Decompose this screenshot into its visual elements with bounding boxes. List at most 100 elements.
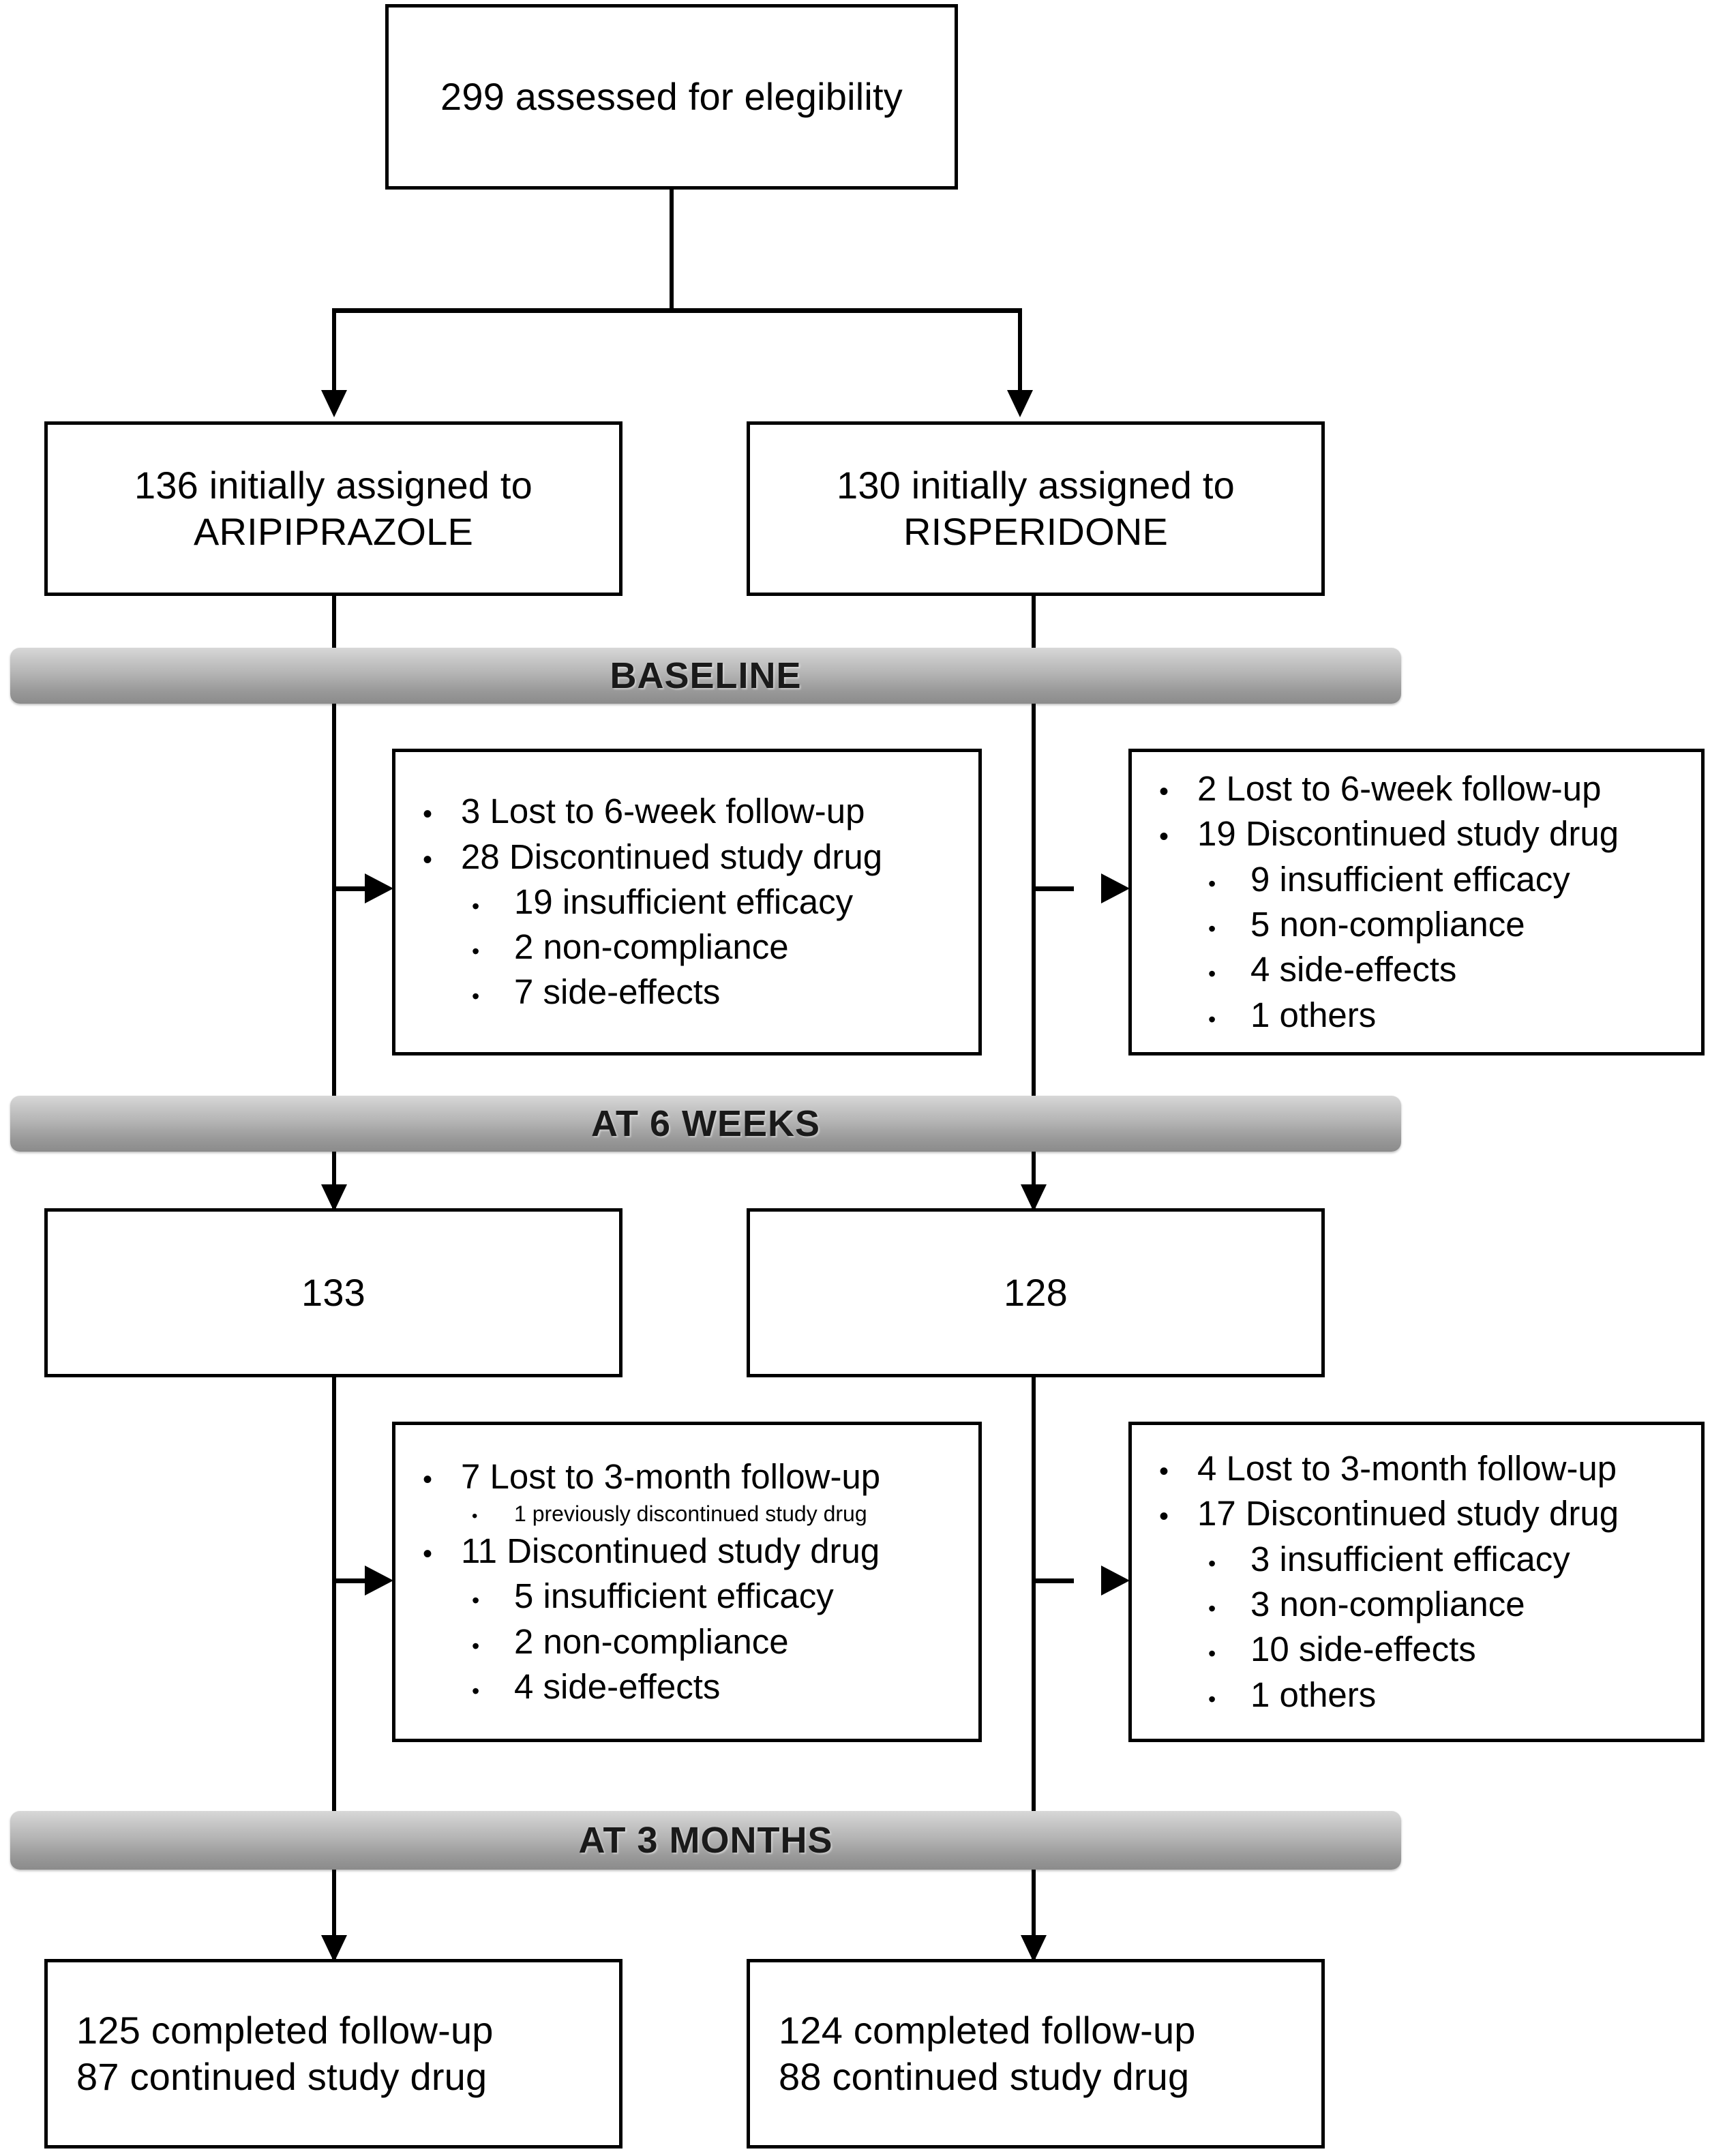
attrition-item: • 17 Discontinued study drug (1150, 1491, 1683, 1536)
attrition-item: • 19 insufficient efficacy (413, 880, 961, 925)
attrition-item-text: 2 non-compliance (514, 927, 789, 967)
bullet-icon: • (1159, 1501, 1169, 1532)
bullet-icon: • (472, 1633, 480, 1658)
attrition-item-text: 19 insufficient efficacy (514, 882, 854, 921)
bullet-icon: • (472, 1679, 480, 1704)
node-count-6week-aripiprazole: 133 (44, 1208, 622, 1377)
attrition-item-text: 3 non-compliance (1250, 1585, 1525, 1623)
node-final-aripiprazole: 125 completed follow-up 87 continued stu… (44, 1959, 622, 2148)
bullet-icon: • (472, 939, 480, 964)
attrition-item: • 1 others (1150, 993, 1683, 1038)
attrition-item-text: 5 non-compliance (1250, 905, 1525, 944)
attrition-item: • 3 Lost to 6-week follow-up (413, 789, 961, 834)
connector-split-left (332, 308, 336, 393)
arrow-3month-attrition-left (365, 1566, 393, 1596)
node-assessed-label: 299 assessed for elegibility (440, 74, 903, 118)
attrition-3month-aripiprazole: • 7 Lost to 3-month follow-up • 1 previo… (392, 1422, 982, 1742)
trunk-right-6w-to-3m (1032, 1377, 1036, 1960)
attrition-item-text: 9 insufficient efficacy (1250, 859, 1570, 899)
attrition-item: • 4 side-effects (1150, 947, 1683, 992)
connector-trunk-top (670, 190, 674, 312)
attrition-item-text: 1 others (1250, 995, 1377, 1034)
bullet-icon: • (472, 1588, 480, 1613)
node-count-6week-aripiprazole-label: 133 (301, 1270, 366, 1314)
arrow-to-final-left (321, 1935, 347, 1962)
attrition-item-text: 4 side-effects (514, 1667, 721, 1707)
attrition-item: • 7 side-effects (413, 970, 961, 1015)
bullet-icon: • (423, 1464, 433, 1495)
attrition-item-text: 2 non-compliance (514, 1621, 789, 1661)
attrition-item: • 3 non-compliance (1150, 1582, 1683, 1627)
attrition-item-text: 7 Lost to 3-month follow-up (461, 1456, 881, 1496)
bullet-icon: • (1208, 1686, 1216, 1711)
bullet-icon: • (1208, 961, 1216, 987)
arrow-to-final-right (1021, 1935, 1047, 1962)
branch-line-6week-right (1032, 886, 1074, 891)
attrition-item: • 2 Lost to 6-week follow-up (1150, 766, 1683, 811)
arrow-to-aripiprazole (321, 390, 347, 417)
attrition-item-text: 11 Discontinued study drug (461, 1531, 880, 1571)
node-final-aripiprazole-label: 125 completed follow-up 87 continued stu… (76, 2008, 494, 2098)
attrition-item: • 3 insufficient efficacy (1150, 1537, 1683, 1582)
arrow-6week-attrition-left (365, 873, 393, 903)
node-assigned-aripiprazole-label: 136 initially assigned to ARIPIPRAZOLE (134, 463, 533, 553)
attrition-item: • 7 Lost to 3-month follow-up (413, 1454, 961, 1499)
bullet-icon: • (1208, 1641, 1216, 1666)
attrition-item-text: 17 Discontinued study drug (1197, 1494, 1619, 1533)
connector-split-right (1018, 308, 1022, 393)
attrition-item: • 4 Lost to 3-month follow-up (1150, 1446, 1683, 1491)
attrition-3month-risperidone: • 4 Lost to 3-month follow-up • 17 Disco… (1128, 1422, 1705, 1742)
bullet-icon: • (472, 984, 480, 1009)
attrition-item: • 19 Discontinued study drug (1150, 811, 1683, 856)
attrition-item: • 11 Discontinued study drug (413, 1529, 961, 1574)
attrition-item-text: 4 Lost to 3-month follow-up (1197, 1449, 1617, 1488)
arrow-3month-attrition-right (1101, 1566, 1130, 1596)
bullet-icon: • (1208, 1551, 1216, 1576)
banner-at-6-weeks-label: AT 6 WEEKS (590, 1103, 821, 1144)
bullet-icon: • (423, 799, 433, 830)
attrition-item: • 28 Discontinued study drug (413, 835, 961, 880)
banner-at-6-weeks: AT 6 WEEKS (10, 1096, 1401, 1152)
attrition-item: • 2 non-compliance (413, 1619, 961, 1664)
node-assigned-risperidone: 130 initially assigned to RISPERIDONE (747, 421, 1325, 596)
arrow-to-count-right (1021, 1184, 1047, 1212)
node-assigned-aripiprazole: 136 initially assigned to ARIPIPRAZOLE (44, 421, 622, 596)
attrition-item-text: 4 side-effects (1250, 950, 1457, 989)
bullet-icon: • (1159, 777, 1169, 807)
attrition-item-text: 5 insufficient efficacy (514, 1576, 834, 1616)
banner-baseline-label: BASELINE (610, 655, 802, 696)
branch-line-3month-right (1032, 1578, 1074, 1583)
attrition-6week-risperidone: • 2 Lost to 6-week follow-up • 19 Discon… (1128, 749, 1705, 1055)
bullet-icon: • (1208, 1596, 1216, 1621)
trunk-right-baseline-to-6w (1032, 596, 1036, 1210)
attrition-item-text: 28 Discontinued study drug (461, 837, 883, 876)
trunk-left-6w-to-3m (332, 1377, 336, 1960)
banner-at-3-months: AT 3 MONTHS (10, 1811, 1401, 1870)
bullet-icon: • (1159, 1456, 1169, 1487)
attrition-item: • 4 side-effects (413, 1664, 961, 1709)
bullet-icon: • (472, 1506, 478, 1525)
connector-split-bar (332, 308, 1022, 313)
attrition-item-text: 1 previously discontinued study drug (514, 1501, 867, 1526)
branch-line-6week-left (332, 886, 368, 891)
arrow-to-risperidone (1007, 390, 1033, 417)
attrition-item: • 10 side-effects (1150, 1627, 1683, 1672)
banner-baseline: BASELINE (10, 648, 1401, 704)
attrition-item: • 5 non-compliance (1150, 902, 1683, 947)
bullet-icon: • (1208, 871, 1216, 896)
attrition-item-text: 19 Discontinued study drug (1197, 814, 1619, 854)
attrition-item-text: 3 Lost to 6-week follow-up (461, 792, 865, 831)
node-count-6week-risperidone: 128 (747, 1208, 1325, 1377)
arrow-6week-attrition-right (1101, 873, 1130, 903)
trunk-left-baseline-to-6w (332, 596, 336, 1210)
bullet-icon: • (423, 1539, 433, 1570)
node-final-risperidone-label: 124 completed follow-up 88 continued stu… (779, 2008, 1196, 2098)
node-assessed-for-eligibility: 299 assessed for elegibility (385, 4, 958, 190)
attrition-item: • 2 non-compliance (413, 925, 961, 970)
attrition-item-text: 3 insufficient efficacy (1250, 1539, 1570, 1578)
attrition-item-text: 7 side-effects (514, 972, 721, 1012)
branch-line-3month-left (332, 1578, 368, 1583)
attrition-item: • 1 others (1150, 1673, 1683, 1718)
bullet-icon: • (472, 893, 480, 918)
